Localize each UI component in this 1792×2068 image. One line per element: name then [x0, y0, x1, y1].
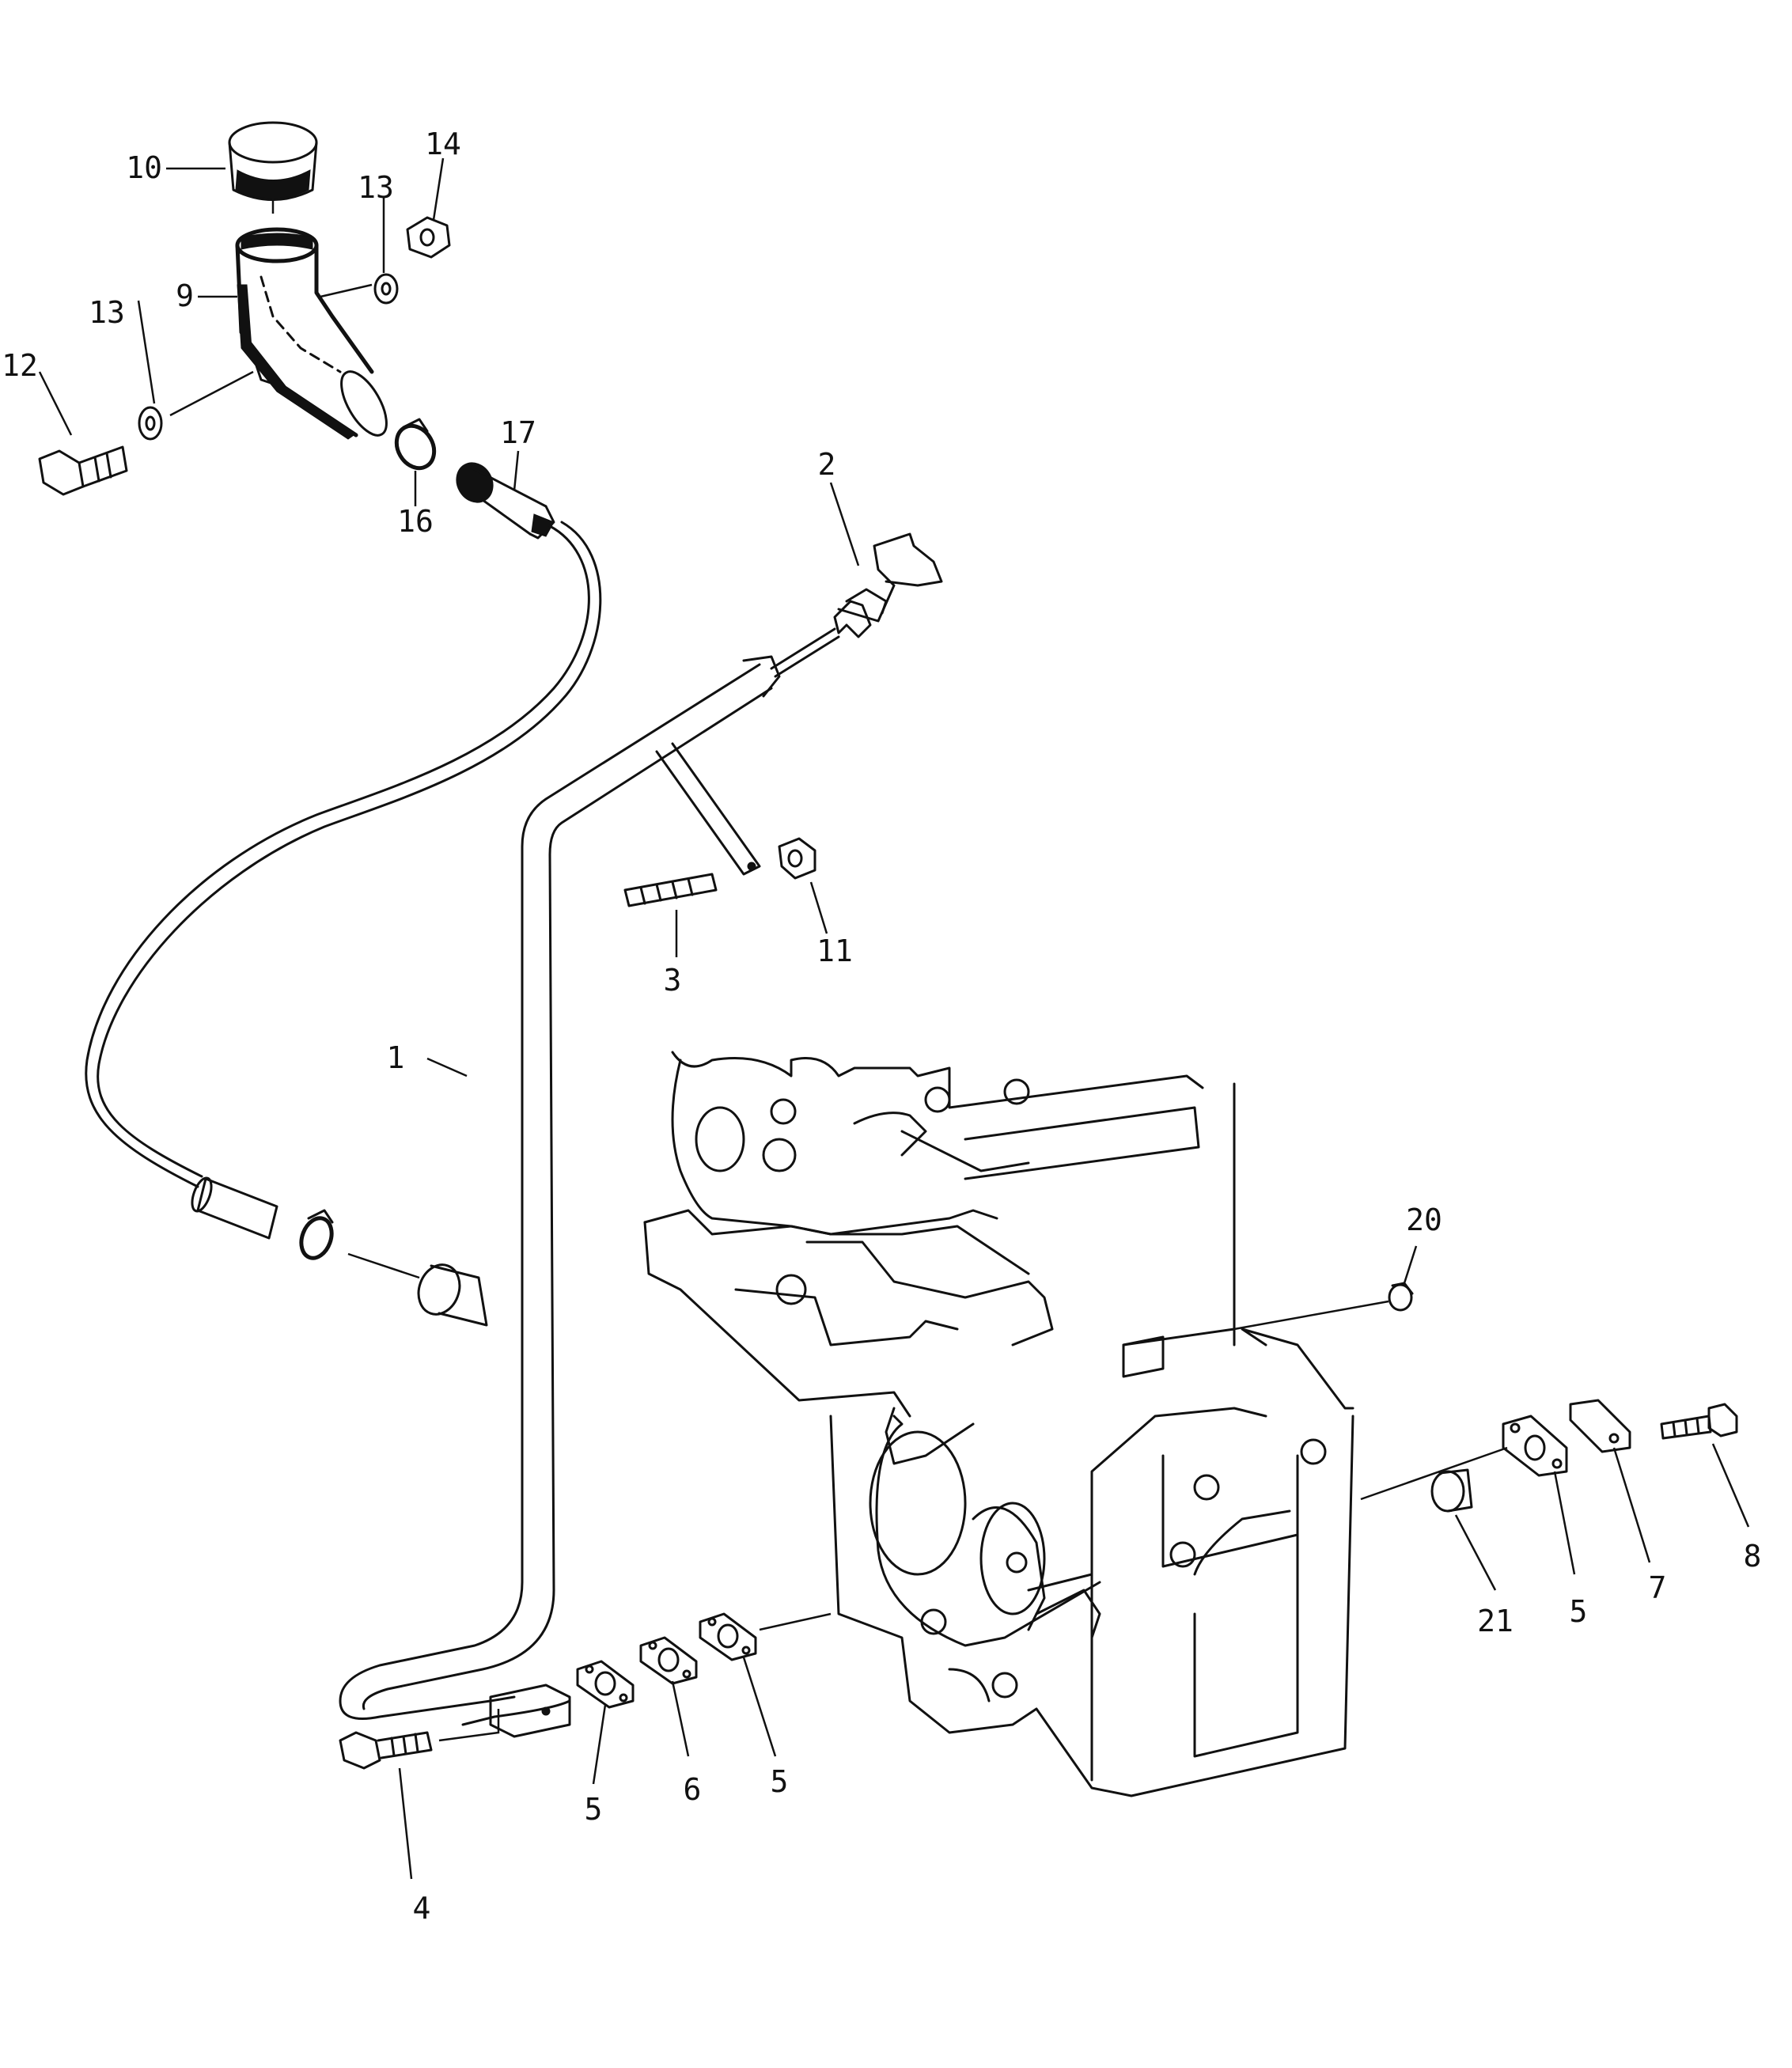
callout-9: 9 — [176, 278, 194, 313]
cup-plug — [1430, 1468, 1473, 1513]
callout-4: 4 — [413, 1891, 431, 1926]
callout-7: 7 — [1649, 1570, 1667, 1605]
nut-bracket — [778, 837, 816, 880]
stud — [623, 873, 718, 907]
leader-lines — [38, 157, 1750, 1880]
filler-neck — [235, 227, 388, 440]
callouts: 10 14 13 9 13 12 17 16 2 11 3 1 20 21 5 … — [2, 127, 1761, 1926]
gasket-lower-b — [699, 1612, 757, 1661]
callout-5-right: 5 — [1570, 1594, 1588, 1629]
hose-clamp-upper — [394, 418, 437, 471]
breather-line — [85, 521, 602, 1188]
callout-13-right: 13 — [358, 170, 394, 205]
callout-12: 12 — [2, 348, 38, 383]
callout-1: 1 — [387, 1040, 405, 1075]
plate-lower — [639, 1636, 698, 1685]
plug — [1233, 1282, 1414, 1331]
hose-segment-lower — [191, 1176, 278, 1240]
hose-clamp-lower — [299, 1209, 334, 1260]
callout-2: 2 — [818, 447, 836, 482]
bolt-right — [1660, 1403, 1738, 1440]
hose — [456, 462, 555, 540]
callout-17: 17 — [500, 415, 536, 450]
callout-6: 6 — [684, 1772, 702, 1807]
callout-5-b: 5 — [771, 1764, 789, 1799]
callout-3: 3 — [664, 963, 682, 998]
dipstick-tube — [339, 655, 781, 1738]
callout-20: 20 — [1406, 1203, 1442, 1237]
callout-16: 16 — [397, 504, 434, 539]
bolt-lower — [339, 1731, 433, 1770]
washer-right — [373, 273, 399, 305]
callout-21: 21 — [1477, 1604, 1514, 1638]
callout-5-a: 5 — [585, 1792, 603, 1827]
gasket-lower-a — [576, 1660, 635, 1709]
callout-13-left: 13 — [89, 295, 125, 330]
tube-nipple — [347, 1252, 488, 1327]
gasket-right — [1502, 1415, 1568, 1477]
washer-left — [138, 406, 163, 441]
dipstick — [770, 532, 943, 678]
nut-upper — [406, 216, 451, 259]
bolt-upper — [38, 445, 128, 496]
callout-14: 14 — [425, 127, 461, 161]
plate-right — [1569, 1399, 1631, 1453]
engine-block — [643, 1051, 1354, 1797]
callout-8: 8 — [1744, 1539, 1762, 1574]
callout-10: 10 — [126, 150, 162, 185]
filler-cap — [228, 121, 318, 201]
callout-11: 11 — [816, 934, 853, 968]
